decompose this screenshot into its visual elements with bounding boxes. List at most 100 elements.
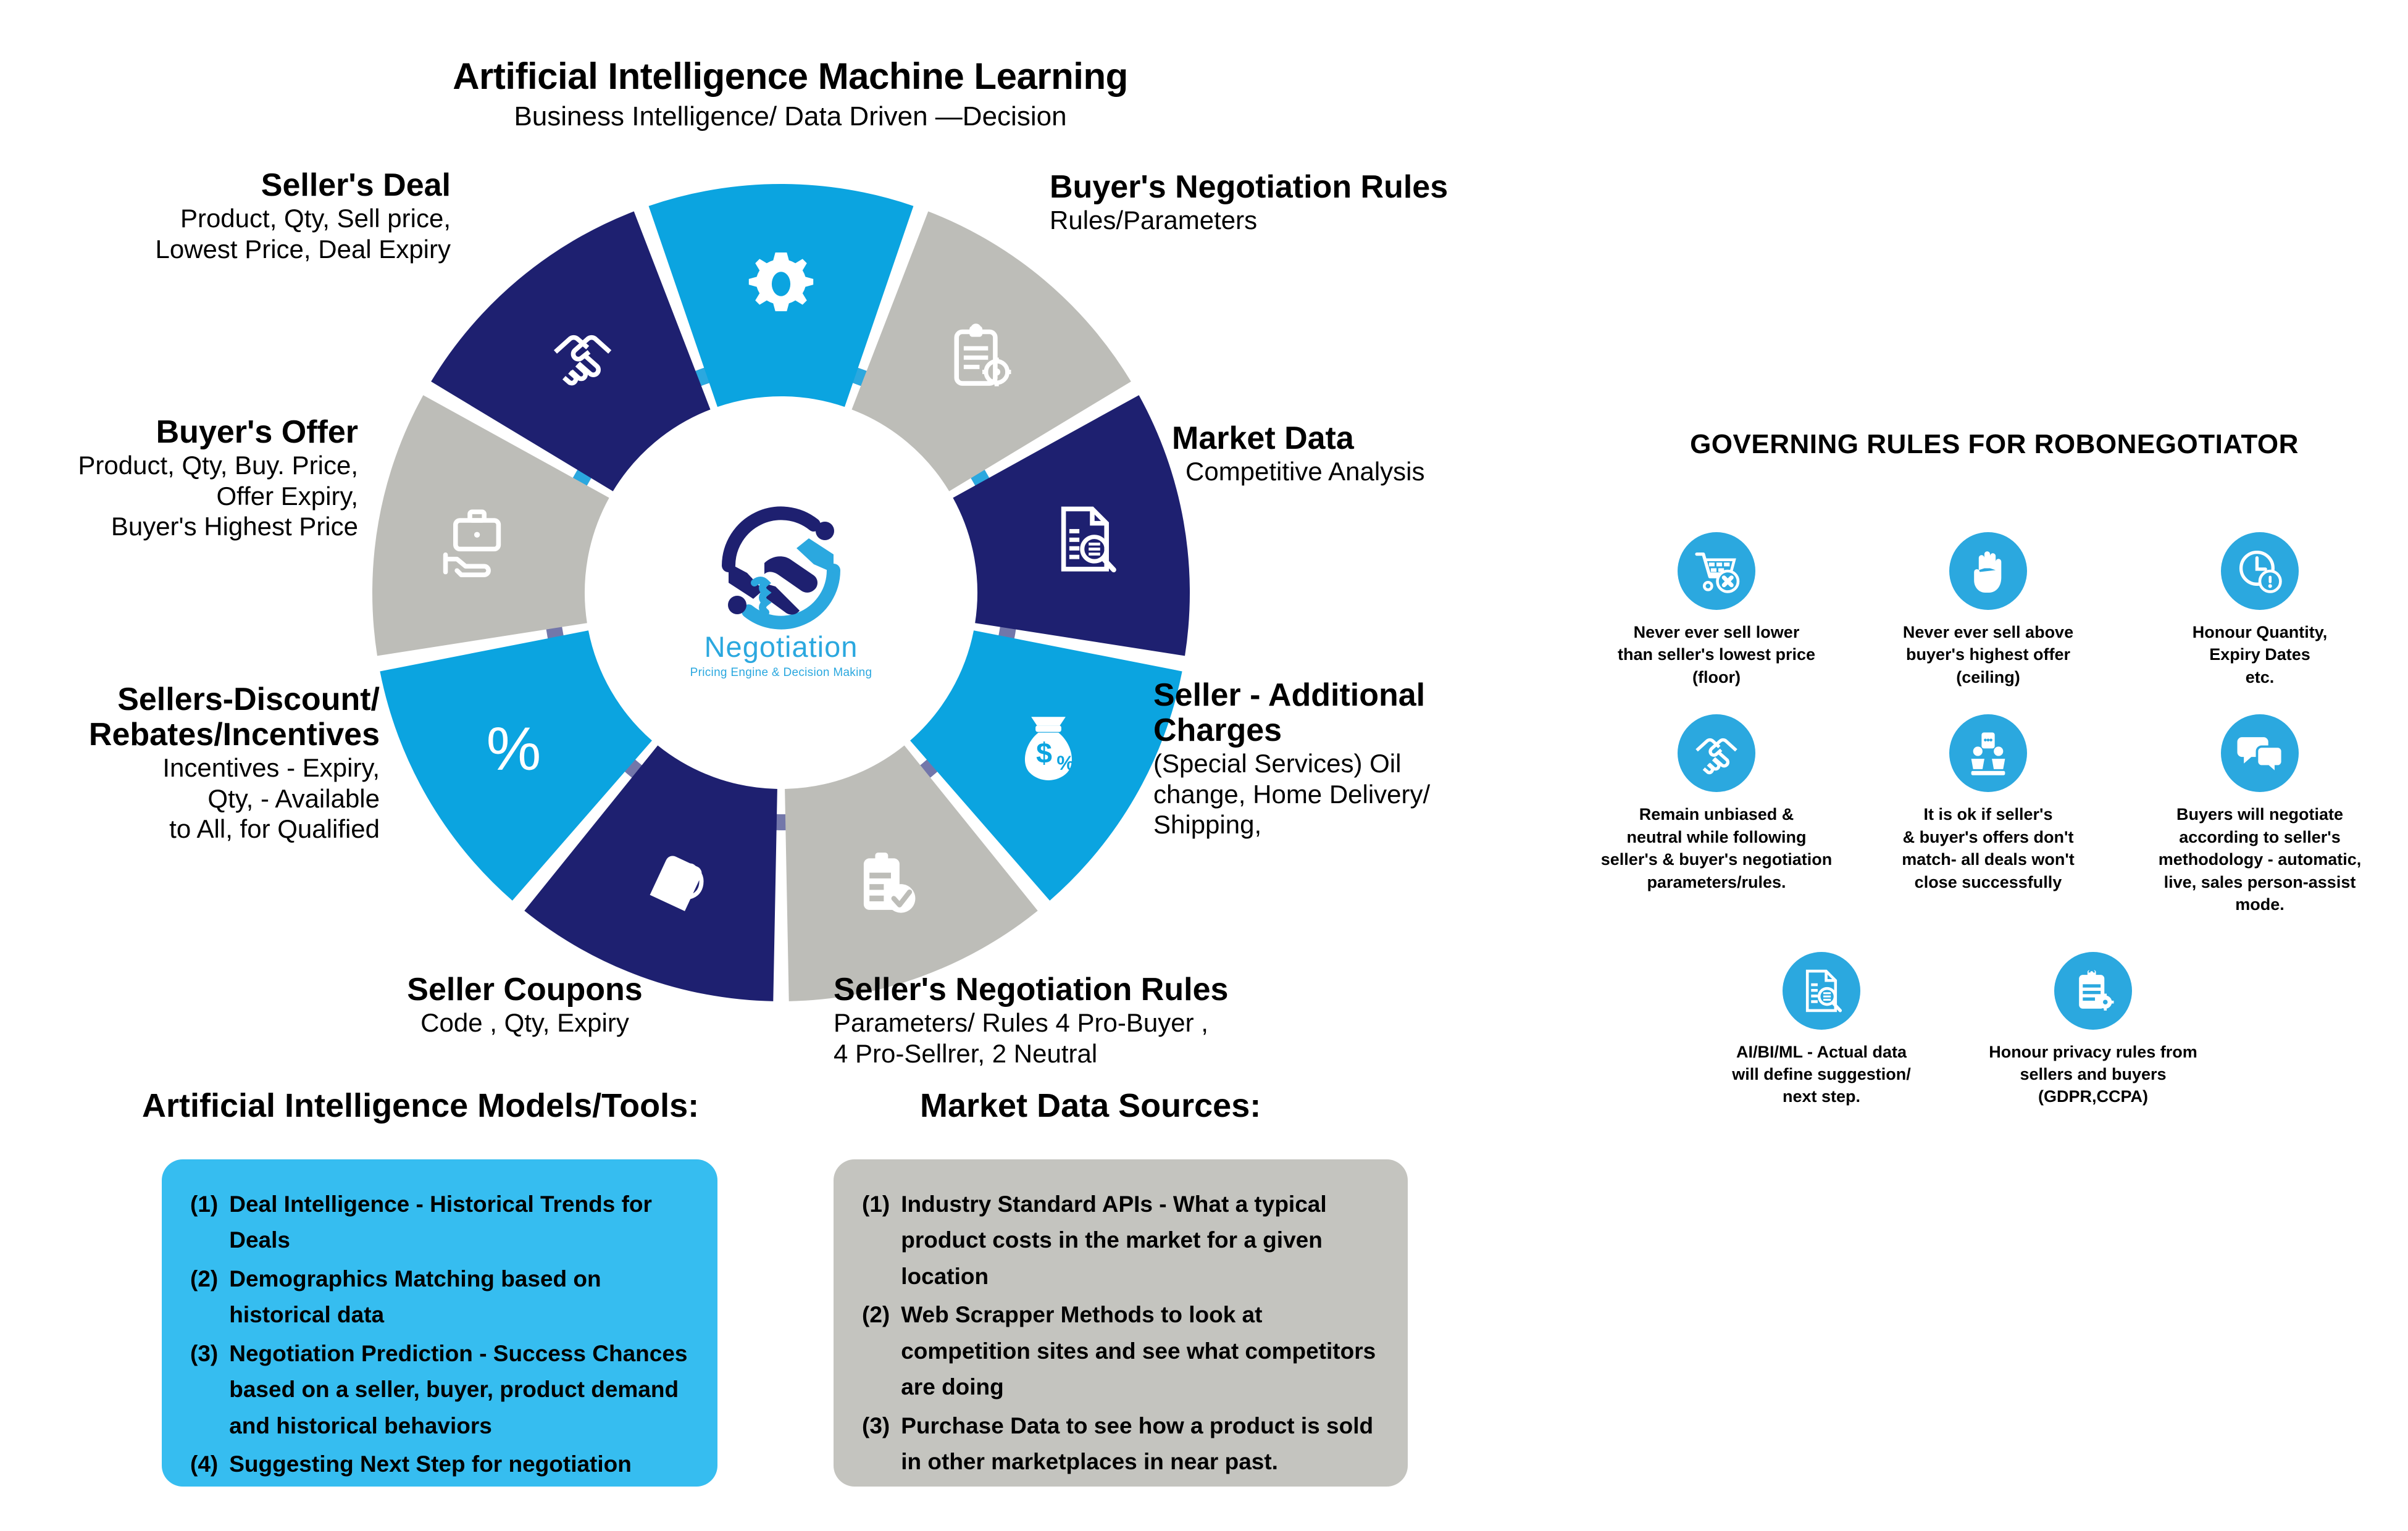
label-market-data: Market Data Competitive Analysis <box>1172 420 1555 487</box>
list-item-text: Purchase Data to see how a product is so… <box>901 1412 1374 1475</box>
clipboard-check-icon <box>863 853 916 913</box>
wheel-segment-buyers-offer[interactable] <box>372 395 609 656</box>
label-seller-coupons-heading: Seller Coupons <box>407 972 643 1007</box>
list-item: (3) Negotiation Prediction - Success Chan… <box>190 1336 689 1444</box>
wheel-segment-sellers-discount[interactable] <box>380 630 652 901</box>
list-item-number: (3) <box>190 1340 219 1366</box>
list-item: (1) Deal Intelligence - Historical Trends… <box>190 1187 689 1259</box>
money-bag-percent-icon: $ % <box>1025 717 1074 780</box>
label-buyers-negotiation-rules: Buyer's Negotiation Rules Rules/Paramete… <box>1050 169 1605 236</box>
label-sellers-deal-sub: Product, Qty, Sell price,Lowest Price, D… <box>155 204 451 264</box>
page-title-line1: Artificial Intelligence Machine Learning <box>453 56 1128 97</box>
label-buyers-negotiation-heading: Buyer's Negotiation Rules <box>1050 169 1449 205</box>
wheel-segment-sellers-deal[interactable] <box>431 211 711 491</box>
governing-rule-text: Remain unbiased &neutral while following… <box>1600 805 1833 891</box>
label-buyers-offer: Buyer's Offer Product, Qty, Buy. Price,O… <box>0 414 358 542</box>
list-item-text: Demographics Matching based on historica… <box>229 1266 601 1328</box>
list-item-text: Negotiation Prediction - Success Chances… <box>229 1340 688 1438</box>
label-sellers-negotiation-sub: Parameters/ Rules 4 Pro-Buyer ,4 Pro-Sel… <box>834 1008 1208 1068</box>
list-item-number: (1) <box>862 1191 890 1217</box>
negotiation-wheel: $ % % <box>343 154 1219 1031</box>
list-item: (2) Web Scrapper Methods to look at compe… <box>862 1297 1379 1405</box>
clock-alert-icon <box>2221 532 2299 610</box>
cart-blocked-icon <box>1678 532 1755 610</box>
center-logo: Negotiation Pricing Engine & Decision Ma… <box>648 460 914 725</box>
logo-tagline: Pricing Engine & Decision Making <box>690 665 872 679</box>
list-item: (4)Suggesting Next Step for negotiation <box>190 1446 689 1482</box>
people-screen-icon <box>1949 714 2027 793</box>
wheel-segment-market-data[interactable] <box>953 395 1190 656</box>
label-buyers-negotiation-sub: Rules/Parameters <box>1050 206 1258 235</box>
list-item-number: (4) <box>190 1451 219 1477</box>
list-item-text: Web Scrapper Methods to look at competit… <box>901 1302 1376 1400</box>
wheel-svg: $ % % <box>372 183 1190 1001</box>
label-sellers-negotiation-heading: Seller's Negotiation Rules <box>834 972 1229 1007</box>
wheel-icon-group: $ % % <box>443 252 1116 913</box>
label-sellers-deal: Seller's Deal Product, Qty, Sell price,L… <box>68 167 451 264</box>
handshake-icon <box>554 335 612 386</box>
svg-text:%: % <box>487 715 541 783</box>
page-title: Artificial Intelligence Machine Learning… <box>432 56 1148 133</box>
handshake-circle-logo-icon <box>722 506 840 629</box>
list-item-text: Industry Standard APIs - What a typical … <box>901 1191 1327 1289</box>
label-seller-coupons: Seller Coupons Code , Qty, Expiry <box>352 972 698 1038</box>
market-data-sources-heading: Market Data Sources: <box>920 1087 1261 1124</box>
briefcase-hand-icon <box>443 509 501 577</box>
stop-hand-icon <box>1949 532 2027 610</box>
chat-bubbles-icon <box>2221 714 2299 793</box>
list-item-text: Deal Intelligence - Historical Trends fo… <box>229 1191 652 1253</box>
list-item-number: (2) <box>862 1302 890 1328</box>
label-market-data-sub: Competitive Analysis <box>1185 457 1425 486</box>
market-data-sources-list: (1) Industry Standard APIs - What a typic… <box>862 1187 1379 1480</box>
document-search-icon <box>1061 506 1116 573</box>
label-sellers-deal-heading: Seller's Deal <box>261 167 451 203</box>
list-item-number: (1) <box>190 1191 219 1217</box>
market-data-sources-box: (1) Industry Standard APIs - What a typic… <box>834 1159 1408 1487</box>
clipboard-gear-icon <box>954 323 1011 386</box>
price-tag-icon <box>650 856 704 911</box>
ai-models-box: (1) Deal Intelligence - Historical Trends… <box>162 1159 717 1487</box>
document-search-icon <box>1783 951 1860 1030</box>
list-item-number: (2) <box>190 1266 219 1291</box>
wheel-segment-sellers-negotiation[interactable] <box>785 745 1038 1001</box>
handshake-icon <box>1678 714 1755 793</box>
governing-rule-item: Remain unbiased &neutral while following… <box>1581 714 1852 916</box>
list-item: (1) Industry Standard APIs - What a typic… <box>862 1187 1379 1295</box>
label-sellers-discount: Sellers-Discount/Rebates/Incentives Ince… <box>34 682 380 845</box>
ai-models-list: (1) Deal Intelligence - Historical Trends… <box>190 1187 689 1483</box>
label-buyers-offer-sub: Product, Qty, Buy. Price,Offer Expiry,Bu… <box>78 451 358 541</box>
wheel-segment-buyers-negotiation[interactable] <box>851 211 1131 491</box>
governing-rule-item: It is ok if seller's& buyer's offers don… <box>1852 714 2124 916</box>
percent-icon: % <box>487 715 541 783</box>
list-item: (2) Demographics Matching based on histor… <box>190 1261 689 1333</box>
label-seller-coupons-sub: Code , Qty, Expiry <box>420 1008 629 1038</box>
governing-rule-text: It is ok if seller's& buyer's offers don… <box>1902 805 2075 891</box>
wheel-segment-seller-coupons[interactable] <box>524 745 777 1001</box>
label-sellers-discount-heading: Sellers-Discount/Rebates/Incentives <box>88 682 380 753</box>
svg-text:$: $ <box>1036 737 1052 769</box>
label-buyers-offer-heading: Buyer's Offer <box>156 414 358 450</box>
logo-name: Negotiation <box>704 630 858 663</box>
gear-icon <box>748 252 814 312</box>
governing-rules-title: GOVERNING RULES FOR ROBONEGOTIATOR <box>1690 429 2299 459</box>
label-market-data-heading: Market Data <box>1172 420 1354 456</box>
governing-rules-row: Remain unbiased &neutral while following… <box>1581 714 2396 916</box>
list-item-number: (3) <box>862 1412 890 1438</box>
